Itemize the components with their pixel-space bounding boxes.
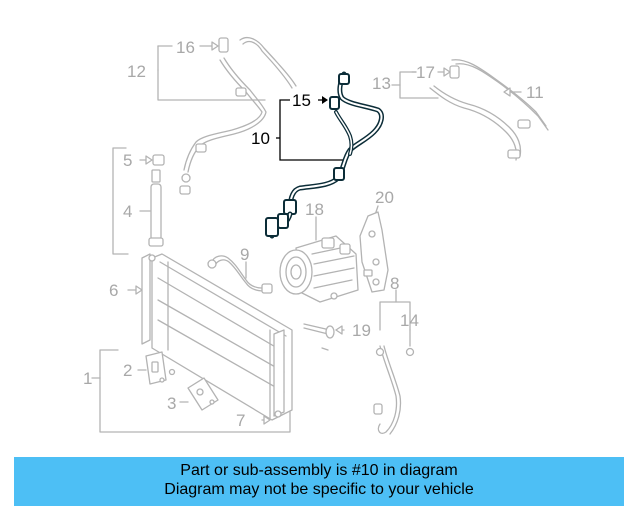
hose-9 [207, 255, 273, 294]
callout-3: 3 [167, 394, 176, 413]
callout-13: 13 [372, 74, 391, 93]
callout-20: 20 [375, 188, 394, 207]
callout-12: 12 [127, 62, 146, 81]
banner-line-disclaimer: Diagram may not be specific to your vehi… [164, 481, 474, 498]
callout-17: 17 [416, 63, 435, 82]
callout-7: 7 [236, 411, 245, 430]
callout-6: 6 [109, 281, 118, 300]
callout-18: 18 [305, 200, 324, 219]
callout-16: 16 [176, 38, 195, 57]
bolt-19 [303, 323, 345, 351]
callout-5: 5 [123, 151, 132, 170]
discharge-hose-10 [265, 71, 384, 239]
info-banner: Part or sub-assembly is #10 in diagram D… [14, 457, 624, 506]
callout-10: 10 [251, 129, 270, 148]
callout-2: 2 [123, 361, 132, 380]
hose-assembly-8 [373, 289, 415, 435]
callout-4: 4 [123, 202, 132, 221]
receiver-drier-group [112, 147, 165, 255]
condenser-group [91, 253, 293, 433]
parts-diagram: 1 2 3 4 5 6 7 8 9 10 11 12 13 14 15 16 1… [83, 36, 549, 435]
bracket-20 [359, 205, 389, 293]
compressor-18 [279, 216, 359, 303]
hose-assembly-13 [391, 59, 549, 161]
callout-8: 8 [390, 274, 399, 293]
callout-15: 15 [292, 91, 311, 110]
hose-assembly-12 [157, 36, 297, 195]
callout-9: 9 [240, 245, 249, 264]
callout-19: 19 [352, 321, 371, 340]
callout-11: 11 [526, 83, 544, 102]
banner-line-part: Part or sub-assembly is #10 in diagram [180, 462, 458, 479]
callout-14: 14 [400, 311, 419, 330]
callout-1: 1 [83, 369, 92, 388]
